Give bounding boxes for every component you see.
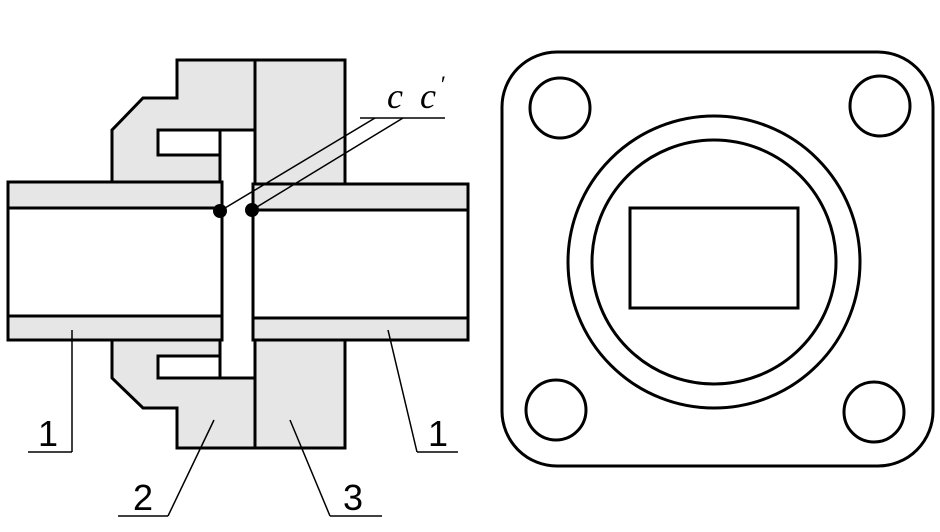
left-pipe-bore [6, 206, 224, 318]
left-flange-body [218, 128, 257, 380]
label-pipe-left: 1 [38, 413, 58, 454]
right-pipe [251, 182, 470, 342]
outer-ring [566, 114, 862, 410]
bolt-hole-bottom-left [524, 378, 588, 442]
left-pipe-top-wall [6, 180, 224, 210]
right-pipe-bottom-wall [251, 316, 470, 342]
cross-section-view: c c ′ 1 2 3 1 [6, 58, 470, 518]
front-view [500, 50, 935, 468]
right-pipe-bore [251, 208, 470, 320]
bolt-hole-top-left [528, 76, 592, 140]
waveguide-aperture [628, 206, 800, 310]
bolt-hole-bottom-right [842, 380, 906, 444]
leader-flange-left [167, 419, 215, 517]
inner-ring [590, 138, 838, 386]
leader-flange-right [289, 419, 331, 517]
left-pipe [6, 180, 224, 342]
left-pipe-bottom-wall [6, 314, 224, 342]
label-flange-right: 3 [343, 477, 363, 518]
label-prime-mark: ′ [441, 72, 445, 97]
leader-pipe-right [387, 329, 418, 453]
bolt-hole-top-right [848, 74, 912, 138]
leader-c [219, 117, 376, 212]
label-c-prime: c [420, 76, 436, 116]
flange-plate [500, 50, 935, 468]
label-pipe-right: 1 [428, 413, 448, 454]
label-flange-left: 2 [133, 477, 153, 518]
leader-c-prime [251, 117, 404, 211]
right-pipe-top-wall [251, 182, 470, 212]
label-c: c [387, 76, 403, 116]
